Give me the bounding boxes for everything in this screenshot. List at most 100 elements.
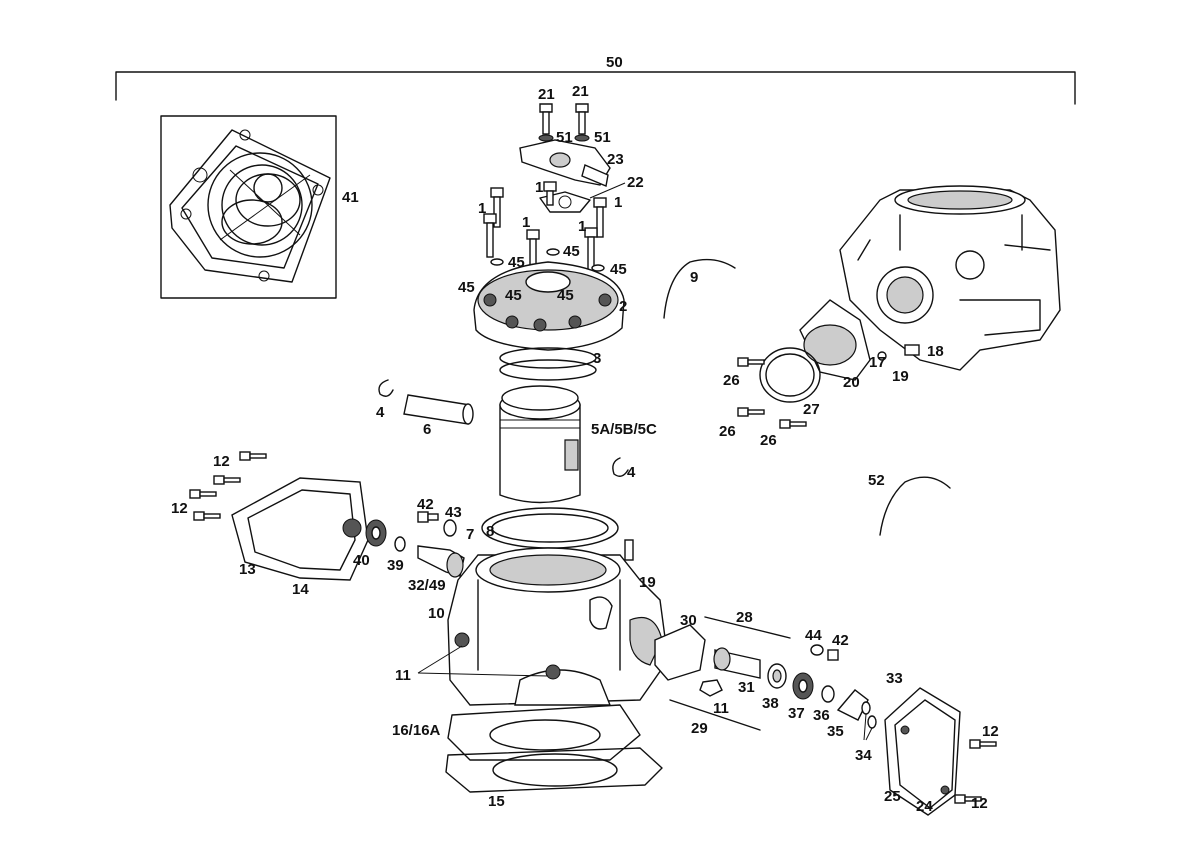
label-23: 23	[607, 151, 624, 168]
label-19: 19	[892, 368, 909, 385]
cylinder-head-2	[473, 261, 625, 351]
washer-43	[443, 519, 457, 537]
label-5a-5b-5c: 5A/5B/5C	[591, 421, 657, 438]
bearing-37	[792, 672, 814, 700]
screw-44-42	[810, 644, 839, 661]
piston-5	[499, 385, 581, 504]
label-40: 40	[353, 552, 370, 569]
screw-42-left	[417, 511, 439, 523]
bolts-21	[538, 103, 590, 142]
label-37: 37	[788, 705, 805, 722]
label-15: 15	[488, 793, 505, 810]
crankcase	[839, 185, 1061, 371]
plate-35	[836, 689, 869, 721]
label-51: 51	[556, 129, 573, 146]
washers-34	[861, 701, 877, 741]
label-26: 26	[719, 423, 736, 440]
label-4: 4	[627, 464, 636, 481]
label-31: 31	[738, 679, 755, 696]
label-28: 28	[736, 609, 753, 626]
label-9: 9	[690, 269, 698, 286]
wrist-pin-6	[403, 394, 474, 425]
label-42: 42	[417, 496, 434, 513]
label-7: 7	[466, 526, 474, 543]
side-cover-13-14	[231, 477, 369, 581]
label-8: 8	[486, 523, 494, 540]
seal-38	[767, 663, 787, 689]
label-19: 19	[639, 574, 656, 591]
water-outlet-23	[519, 139, 611, 187]
label-29: 29	[691, 720, 708, 737]
label-1: 1	[478, 200, 486, 217]
label-35: 35	[827, 723, 844, 740]
cylinder-10	[447, 539, 669, 706]
label-10: 10	[428, 605, 445, 622]
label-2: 2	[619, 298, 627, 315]
valve-rod-28	[704, 616, 791, 639]
cover-24-25	[894, 699, 956, 809]
label-24: 24	[916, 798, 933, 815]
label-12: 12	[982, 723, 999, 740]
label-13: 13	[239, 561, 256, 578]
hose-9	[663, 258, 736, 319]
label-20: 20	[843, 374, 860, 391]
head-bolts-1	[483, 181, 607, 280]
label-32-49: 32/49	[408, 577, 446, 594]
label-25: 25	[884, 788, 901, 805]
bolts-26	[737, 357, 807, 429]
actuator-30	[654, 624, 706, 681]
label-18: 18	[927, 343, 944, 360]
base-gasket-16	[447, 704, 641, 761]
label-1: 1	[522, 214, 530, 231]
valve-rod-29	[669, 699, 761, 731]
label-45: 45	[505, 287, 522, 304]
intake-ring-27	[759, 347, 821, 403]
label-45: 45	[557, 287, 574, 304]
washer-39	[394, 536, 406, 552]
label-33: 33	[886, 670, 903, 687]
label-17: 17	[869, 354, 886, 371]
cylinder-gasket-8	[481, 507, 619, 549]
label-22: 22	[627, 174, 644, 191]
fittings-17-18-19	[877, 344, 920, 361]
bolts-12-right	[954, 739, 997, 804]
label-1: 1	[535, 179, 543, 196]
label-1: 1	[614, 194, 622, 211]
base-gasket-15	[445, 747, 663, 793]
label-26: 26	[723, 372, 740, 389]
label-11: 11	[395, 667, 411, 684]
head-orings-3	[499, 347, 597, 381]
label-12: 12	[213, 453, 230, 470]
label-45: 45	[508, 254, 525, 271]
label-34: 34	[855, 747, 872, 764]
label-52: 52	[868, 472, 885, 489]
label-45: 45	[563, 243, 580, 260]
label-21: 21	[572, 83, 589, 100]
label-12: 12	[971, 795, 988, 812]
circlips-4	[378, 379, 629, 477]
gasket-kit-41	[160, 115, 337, 299]
label-12: 12	[171, 500, 188, 517]
hose-52	[879, 476, 951, 536]
shaft-31	[713, 647, 761, 679]
label-44: 44	[805, 627, 822, 644]
label-45: 45	[610, 261, 627, 278]
valve-32-49	[417, 545, 465, 578]
reed-valve-20	[799, 299, 871, 381]
bearing-40	[365, 519, 387, 547]
label-38: 38	[762, 695, 779, 712]
label-11: 11	[713, 700, 729, 717]
label-39: 39	[387, 557, 404, 574]
washer-11-right	[699, 679, 723, 697]
label-4: 4	[376, 404, 385, 421]
leader-lines-11	[417, 645, 549, 677]
label-30: 30	[680, 612, 697, 629]
label-21: 21	[538, 86, 555, 103]
label-42: 42	[832, 632, 849, 649]
label-1: 1	[578, 218, 586, 235]
label-43: 43	[445, 504, 462, 521]
gasket-22	[539, 182, 626, 213]
label-45: 45	[458, 279, 475, 296]
label-6: 6	[423, 421, 431, 438]
